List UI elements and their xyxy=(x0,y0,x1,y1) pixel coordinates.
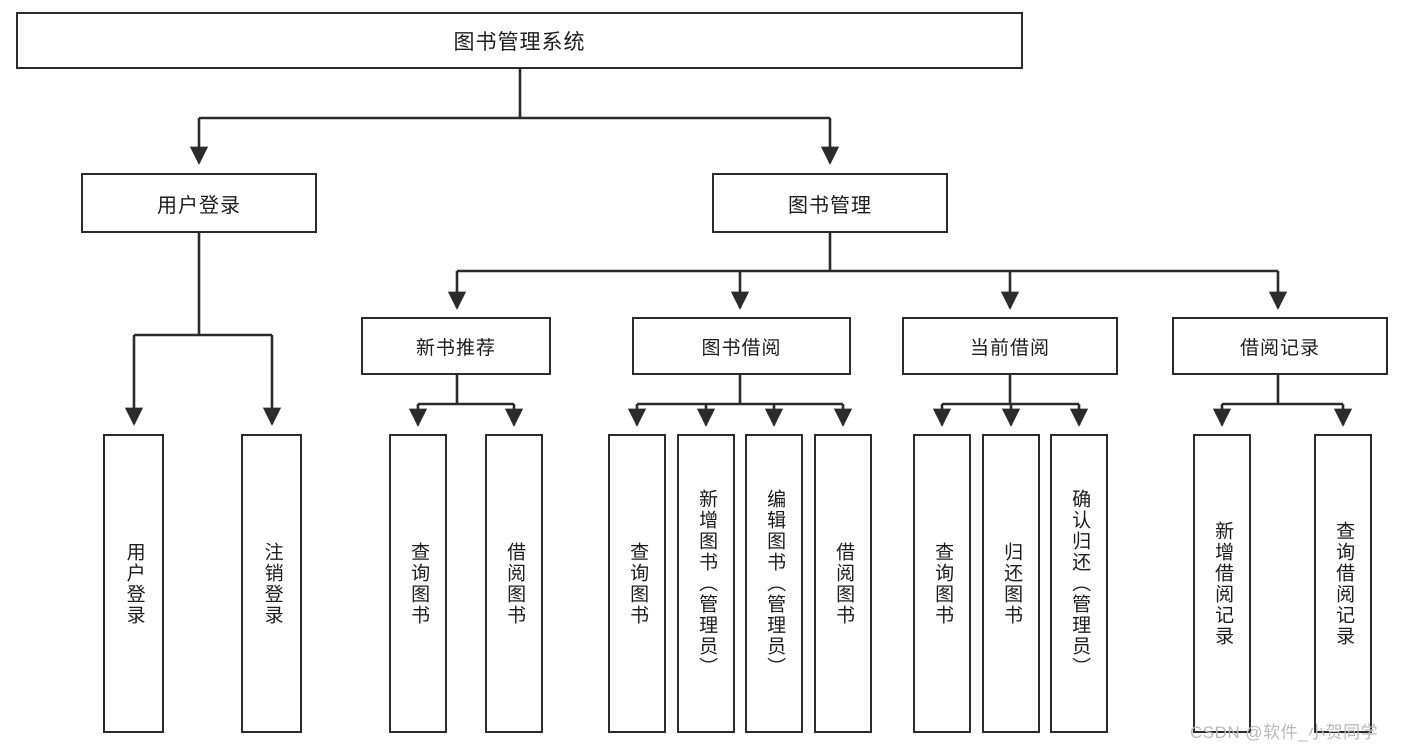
edges-root xyxy=(189,69,840,165)
node-leaf-confirm-return[interactable]: 确认归还（管理员） xyxy=(1050,434,1108,733)
node-leaf-edit-book-admin[interactable]: 编辑图书（管理员） xyxy=(745,434,803,733)
node-user-login[interactable]: 用户登录 xyxy=(81,173,317,233)
node-leaf-query-book-current-label: 查询图书 xyxy=(932,541,954,626)
node-leaf-user-login-label: 用户登录 xyxy=(123,541,145,626)
node-borrow-record[interactable]: 借阅记录 xyxy=(1172,317,1388,375)
node-borrow-record-label: 借阅记录 xyxy=(1239,337,1320,359)
node-leaf-query-book-borrow[interactable]: 查询图书 xyxy=(608,434,666,733)
edges-book-borrow xyxy=(627,375,853,427)
node-current-borrow-label: 当前借阅 xyxy=(969,337,1050,359)
node-leaf-logout-login[interactable]: 注销登录 xyxy=(241,434,302,733)
node-leaf-add-borrow-record[interactable]: 新增借阅记录 xyxy=(1193,434,1251,733)
edges-new-book-recommend xyxy=(408,375,524,427)
edges-user-login xyxy=(124,233,282,426)
node-new-book-recommend[interactable]: 新书推荐 xyxy=(361,317,551,375)
csdn-watermark: CSDN @软件_小贺同学 xyxy=(1190,723,1379,742)
node-leaf-query-book-rec[interactable]: 查询图书 xyxy=(389,434,447,733)
node-leaf-borrow-book-label: 借阅图书 xyxy=(833,541,855,626)
edges-current-borrow xyxy=(932,375,1089,427)
node-leaf-user-login[interactable]: 用户登录 xyxy=(103,434,164,733)
node-leaf-query-book-borrow-label: 查询图书 xyxy=(627,541,649,626)
node-book-borrow-label: 图书借阅 xyxy=(701,337,782,359)
node-leaf-return-book-label: 归还图书 xyxy=(1001,541,1023,626)
node-leaf-logout-login-label: 注销登录 xyxy=(261,541,283,626)
node-current-borrow[interactable]: 当前借阅 xyxy=(902,317,1118,375)
node-leaf-return-book[interactable]: 归还图书 xyxy=(982,434,1040,733)
node-book-borrow[interactable]: 图书借阅 xyxy=(632,317,851,375)
node-leaf-borrow-book[interactable]: 借阅图书 xyxy=(814,434,872,733)
node-leaf-query-book-rec-label: 查询图书 xyxy=(408,541,430,626)
node-root[interactable]: 图书管理系统 xyxy=(16,12,1023,69)
edges-book-manage xyxy=(447,233,1288,310)
node-leaf-confirm-return-label: 确认归还（管理员） xyxy=(1069,489,1091,678)
edges-borrow-record xyxy=(1212,375,1353,427)
node-book-manage[interactable]: 图书管理 xyxy=(712,173,948,233)
node-leaf-add-book-admin[interactable]: 新增图书（管理员） xyxy=(677,434,735,733)
node-leaf-add-book-admin-label: 新增图书（管理员） xyxy=(696,489,718,678)
node-leaf-query-book-current[interactable]: 查询图书 xyxy=(913,434,971,733)
node-leaf-query-borrow-record[interactable]: 查询借阅记录 xyxy=(1314,434,1372,733)
node-leaf-query-borrow-record-label: 查询借阅记录 xyxy=(1333,520,1355,647)
node-root-label: 图书管理系统 xyxy=(453,30,586,54)
node-user-login-label: 用户登录 xyxy=(157,194,241,217)
node-new-book-recommend-label: 新书推荐 xyxy=(415,337,496,359)
node-book-manage-label: 图书管理 xyxy=(788,194,872,217)
node-leaf-borrow-book-rec[interactable]: 借阅图书 xyxy=(485,434,543,733)
node-leaf-edit-book-admin-label: 编辑图书（管理员） xyxy=(764,489,786,678)
node-leaf-add-borrow-record-label: 新增借阅记录 xyxy=(1212,520,1234,647)
node-leaf-borrow-book-rec-label: 借阅图书 xyxy=(504,541,526,626)
